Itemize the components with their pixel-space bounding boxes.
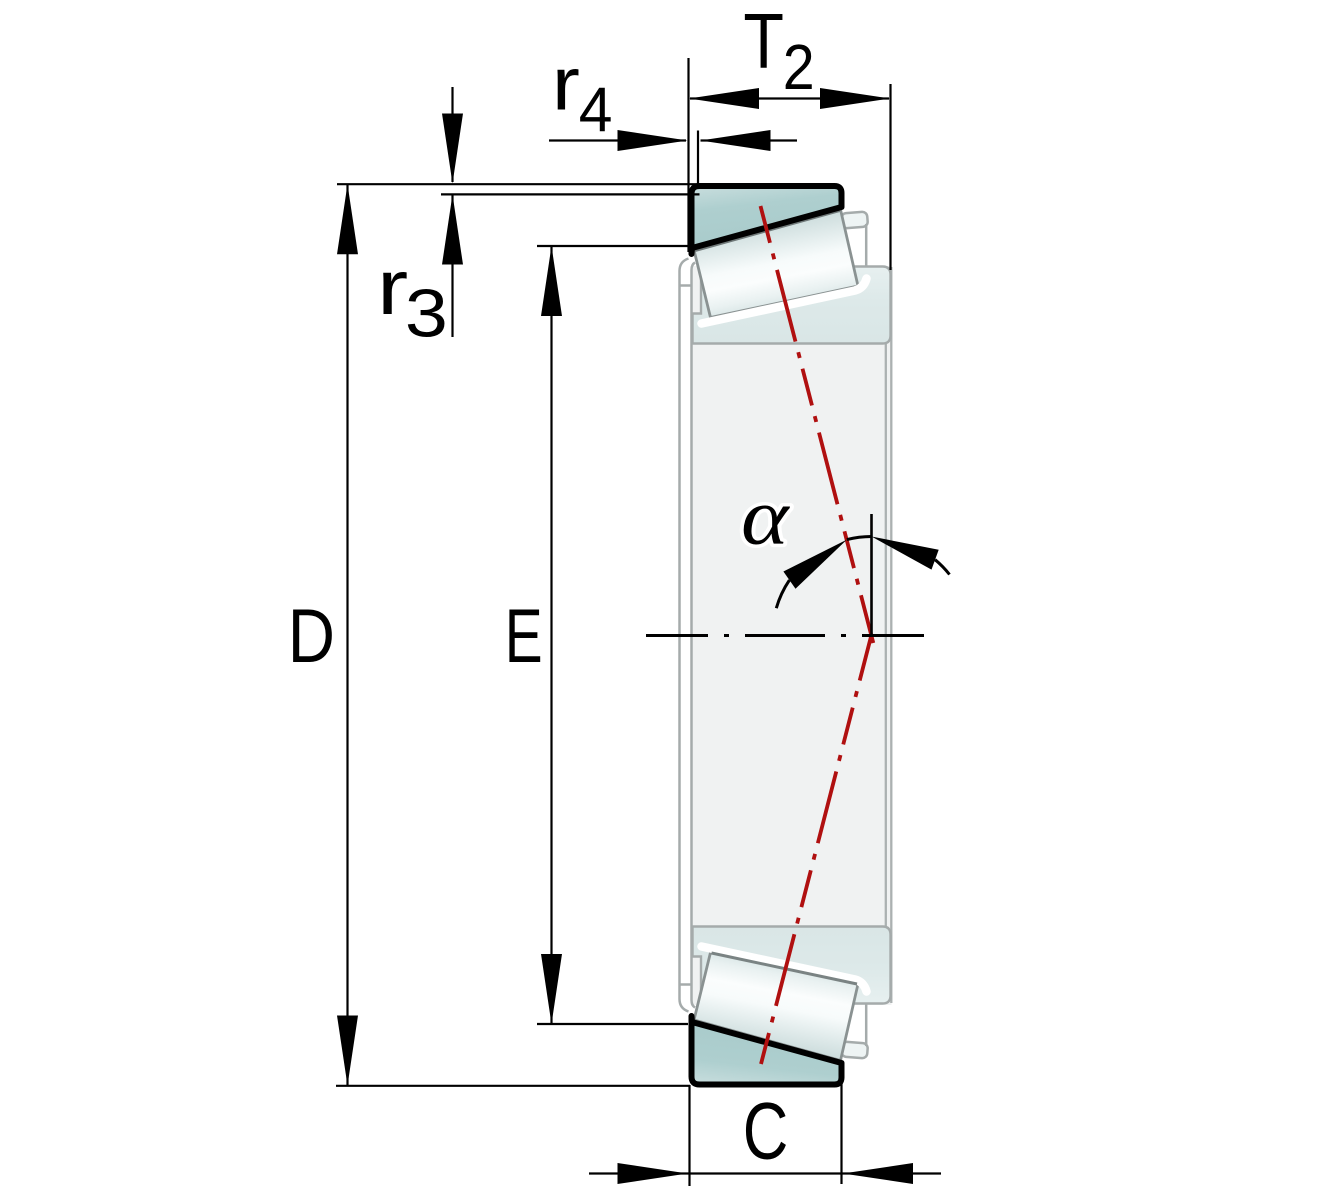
svg-text:2: 2	[783, 31, 815, 103]
svg-text:E: E	[505, 594, 543, 679]
svg-text:r: r	[552, 42, 580, 126]
svg-text:T: T	[743, 0, 784, 85]
svg-text:r: r	[377, 243, 408, 331]
svg-text:C: C	[743, 1087, 789, 1177]
svg-text:3: 3	[405, 277, 448, 352]
svg-text:4: 4	[579, 75, 613, 145]
svg-text:D: D	[288, 594, 335, 679]
svg-text:α: α	[741, 474, 791, 562]
